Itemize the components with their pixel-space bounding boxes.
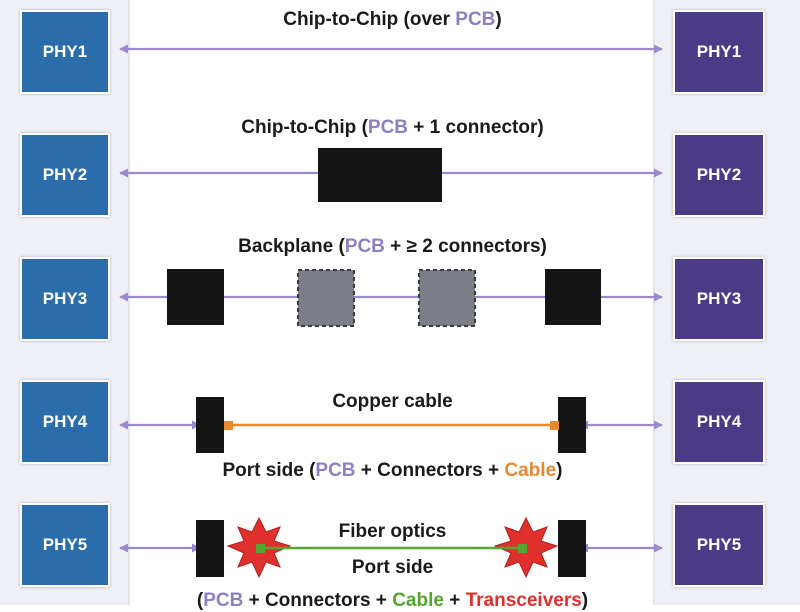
right-divider — [653, 0, 655, 605]
connector-block — [318, 148, 442, 202]
right-phy1-block: PHY1 — [673, 10, 765, 94]
row1-title: Chip-to-Chip (over PCB) — [283, 9, 502, 30]
row3-title: Backplane (PCB + ≥ 2 connectors) — [238, 236, 547, 257]
copper-port-connector-right — [558, 397, 586, 453]
right-phy3-block: PHY3 — [673, 257, 765, 341]
left-divider — [128, 0, 130, 605]
left-phy5-block: PHY5 — [20, 503, 110, 587]
left-phy1-block: PHY1 — [20, 10, 110, 94]
fiber-cable-plug-left — [256, 544, 265, 553]
copper-port-connector-left — [196, 397, 224, 453]
row4-title: Port side (PCB + Connectors + Cable) — [222, 460, 563, 481]
fiber-port-connector-right — [558, 520, 586, 577]
right-phy5-block: PHY5 — [673, 503, 765, 587]
fiber-cable-plug-right — [518, 544, 527, 553]
copper-cable-label: Copper cable — [332, 391, 453, 412]
left-phy3-block: PHY3 — [20, 257, 110, 341]
right-phy4-block: PHY4 — [673, 380, 765, 464]
fiber-optics-label: Fiber optics — [338, 521, 447, 542]
right-phy2-block: PHY2 — [673, 133, 765, 217]
left-phy4-block: PHY4 — [20, 380, 110, 464]
row5-title: (PCB + Connectors + Cable + Transceivers… — [196, 590, 589, 611]
row2-title: Chip-to-Chip (PCB + 1 connector) — [241, 117, 544, 138]
left-phy2-block: PHY2 — [20, 133, 110, 217]
backplane-connector-dashed-2 — [418, 269, 476, 327]
port-side-label: Port side — [351, 557, 434, 578]
backplane-connector-right — [545, 269, 601, 325]
backplane-connector-dashed-1 — [297, 269, 355, 327]
fiber-port-connector-left — [196, 520, 224, 577]
copper-cable-plug-left — [224, 421, 233, 430]
copper-cable-plug-right — [550, 421, 559, 430]
backplane-connector-left — [167, 269, 224, 325]
